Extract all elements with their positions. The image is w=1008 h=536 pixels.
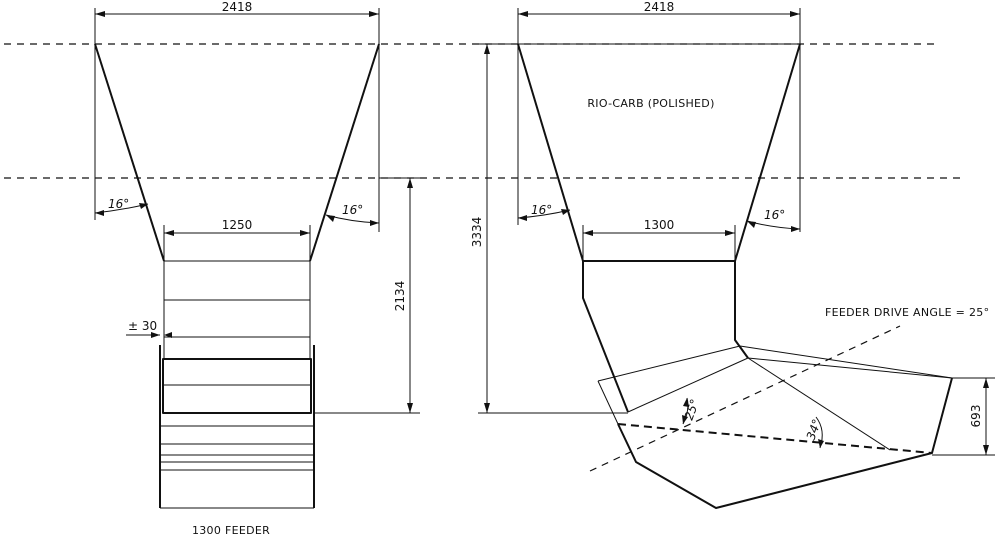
left-skirt	[163, 260, 311, 360]
right-view: RIO-CARB (POLISHED) 2418 16° 16°	[470, 0, 995, 509]
feeder-drive-label: FEEDER DRIVE ANGLE = 25°	[825, 306, 989, 319]
left-height-label: 2134	[393, 281, 407, 312]
left-view-caption: 1300 FEEDER	[192, 524, 270, 536]
chute-angle-label: 34°	[804, 417, 824, 442]
left-angle-right: 16°	[325, 203, 380, 226]
right-bottom-width-label: 1300	[644, 218, 675, 232]
right-skirt	[582, 260, 749, 413]
left-hopper-right-side	[309, 43, 380, 262]
left-feeder-body	[159, 345, 315, 509]
chute-depth-dimension: 693	[932, 377, 995, 456]
left-top-width-dimension: 2418	[94, 0, 380, 44]
right-angle-left: 16°	[517, 203, 571, 221]
chute-depth-label: 693	[969, 405, 983, 428]
left-hopper-left-side	[94, 43, 165, 262]
left-angle-left-label: 16°	[108, 197, 129, 211]
reference-lines	[4, 43, 960, 179]
right-feeder	[589, 325, 953, 509]
right-angle-left-label: 16°	[531, 203, 552, 217]
left-tolerance-label: ± 30	[128, 319, 157, 333]
left-tolerance: ± 30	[126, 319, 172, 338]
left-height-dimension: 2134	[314, 177, 420, 414]
drive-angle: 25°	[682, 397, 702, 425]
right-top-width-label: 2418	[644, 0, 675, 14]
right-top-width-dimension: 2418	[517, 0, 801, 44]
right-height-dimension: 3334	[470, 43, 628, 414]
chute-angle: 34°	[804, 416, 824, 449]
right-height-label: 3334	[470, 217, 484, 248]
left-angle-left: 16°	[94, 197, 149, 216]
left-angle-right-label: 16°	[342, 203, 363, 217]
right-hopper-right-side	[734, 43, 801, 262]
drive-angle-label: 25°	[682, 397, 702, 422]
left-view: 2418 16° 16° 1250	[94, 0, 420, 536]
left-bottom-width-label: 1250	[222, 218, 253, 232]
right-angle-right-label: 16°	[764, 208, 785, 222]
right-angle-right: 16°	[746, 208, 801, 232]
left-top-width-label: 2418	[222, 0, 253, 14]
right-hopper-left-side	[517, 43, 584, 262]
right-bottom-width-dimension: 1300	[582, 218, 736, 261]
material-label: RIO-CARB (POLISHED)	[587, 97, 714, 110]
left-bottom-width-dimension: 1250	[163, 218, 311, 261]
feeder-drive-line	[589, 325, 901, 472]
